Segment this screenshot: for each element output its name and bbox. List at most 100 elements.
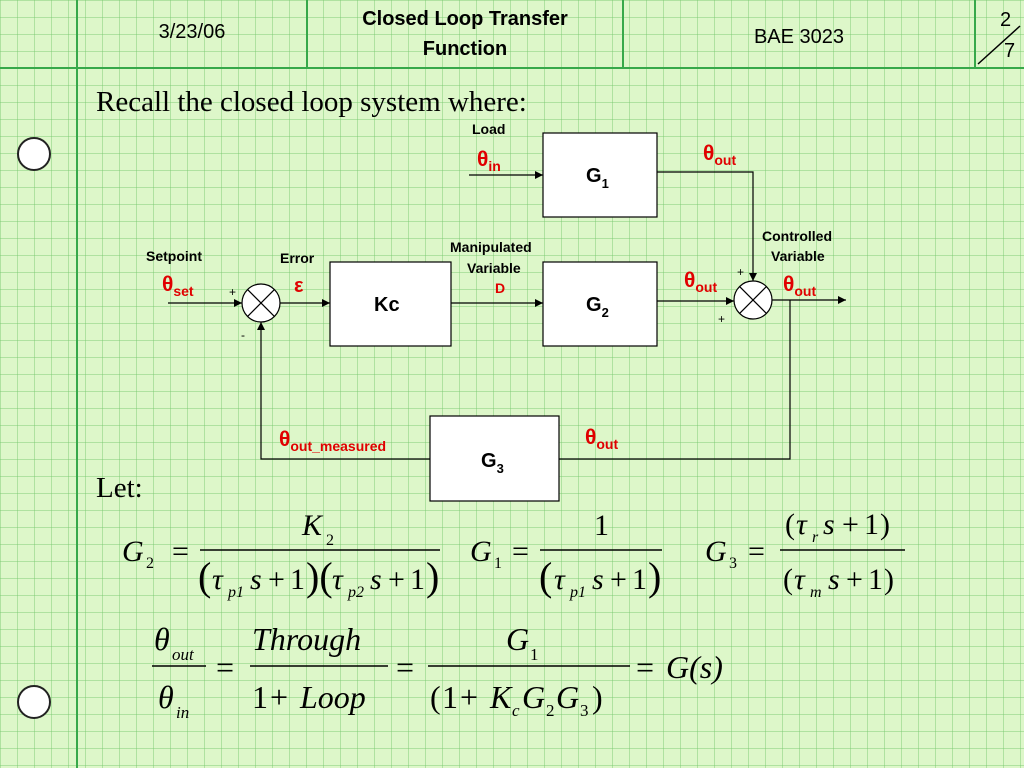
theta-out-g2-label: θout: [684, 269, 717, 295]
g1-block: [542, 132, 658, 218]
load-label: Load: [472, 121, 505, 137]
g2-label: G2: [586, 294, 609, 320]
epsilon-label: ε: [294, 275, 304, 297]
page-title: Closed Loop Transfer Function: [308, 0, 622, 68]
process-plus-sign: +: [718, 312, 725, 326]
page-total: 7: [1004, 40, 1016, 62]
svg-text:s: s: [823, 508, 835, 541]
theta-in-label: θin: [477, 148, 501, 174]
svg-text:θ: θ: [158, 679, 174, 715]
svg-text:): ): [426, 554, 439, 599]
svg-text:1: 1: [252, 679, 268, 715]
closed-loop-equation: θ out θ in = Through 1 + Loop = G 1 ( 1 …: [152, 621, 723, 722]
svg-text:r: r: [812, 529, 819, 546]
header-divider-1: [306, 0, 308, 68]
svg-text:1: 1: [530, 645, 539, 664]
svg-text:): ): [880, 508, 890, 541]
svg-text:G: G: [556, 679, 579, 715]
svg-text:τ: τ: [554, 563, 566, 596]
page-number: 2 7: [976, 0, 1024, 68]
page-current: 2: [1000, 9, 1012, 31]
svg-text:c: c: [512, 701, 520, 720]
svg-text:+: +: [268, 563, 285, 596]
svg-text:2: 2: [146, 555, 154, 572]
svg-text:=: =: [636, 649, 654, 685]
let-label: Let:: [96, 472, 143, 504]
error-label: Error: [280, 250, 315, 266]
svg-text:+: +: [460, 679, 478, 715]
svg-text:1: 1: [494, 555, 502, 572]
theta-out-g1-label: θout: [703, 142, 736, 168]
manipulated-label-1: Manipulated: [450, 239, 532, 255]
svg-text:+: +: [270, 679, 288, 715]
margin-rule: [76, 0, 78, 768]
manipulated-label-2: Variable: [467, 260, 521, 276]
svg-text:1: 1: [442, 679, 458, 715]
svg-text:=: =: [512, 535, 529, 568]
header-rule: [0, 67, 1024, 69]
feedback-wire-to-g3: [559, 300, 791, 460]
svg-text:2: 2: [546, 701, 555, 720]
svg-text:G: G: [122, 535, 144, 568]
header-divider-2: [622, 0, 624, 68]
svg-text:p2: p2: [347, 584, 364, 601]
svg-text:1: 1: [864, 508, 879, 541]
svg-text:+: +: [846, 563, 863, 596]
kc-block: [329, 261, 452, 347]
svg-text:1: 1: [632, 563, 647, 596]
g2-block: [542, 261, 658, 347]
svg-text:)(: )(: [306, 554, 333, 599]
page-number-slash: [977, 25, 1021, 65]
error-summing-junction: [241, 283, 281, 323]
equation-g1: G 1 = 1 ( τ p1 s + 1 ): [470, 509, 662, 601]
svg-text:G: G: [470, 535, 492, 568]
svg-text:3: 3: [729, 555, 737, 572]
equation-g3: G 3 = ( τ r s + 1 ) ( τ m s + 1 ): [705, 508, 905, 601]
theta-out-controlled-label: θout: [783, 273, 816, 299]
svg-text:1: 1: [594, 509, 609, 542]
svg-text:K: K: [301, 509, 324, 542]
svg-text:3: 3: [580, 701, 589, 720]
svg-text:(: (: [539, 554, 552, 599]
theta-out-feedback-label: θout: [585, 426, 618, 452]
output-summing-junction: [733, 280, 773, 320]
page-title-line2: Function: [422, 38, 508, 60]
svg-text:2: 2: [326, 532, 334, 549]
feedback-minus-sign: -: [241, 328, 245, 342]
svg-text:τ: τ: [212, 563, 224, 596]
svg-text:G: G: [522, 679, 545, 715]
theta-out-measured-label: θout_measured: [279, 428, 386, 454]
svg-text:(: (: [430, 679, 441, 715]
header-course: BAE 3023: [753, 25, 845, 48]
svg-text:(: (: [783, 563, 793, 596]
svg-text:+: +: [842, 508, 859, 541]
setpoint-plus-sign: +: [229, 285, 236, 299]
g1-output-wire: [657, 171, 757, 281]
svg-text:τ: τ: [794, 563, 806, 596]
svg-text:(: (: [785, 508, 795, 541]
svg-text:τ: τ: [332, 563, 344, 596]
svg-text:G: G: [506, 621, 529, 657]
feedback-wire-to-junction: [257, 322, 430, 460]
kc-label: Kc: [374, 294, 400, 316]
svg-text:1: 1: [410, 563, 425, 596]
svg-text:out: out: [172, 645, 195, 664]
svg-text:s: s: [250, 563, 262, 596]
svg-text:s: s: [592, 563, 604, 596]
svg-text:τ: τ: [796, 508, 808, 541]
svg-text:m: m: [810, 584, 822, 601]
header-date: 3/23/06: [158, 20, 226, 43]
load-plus-sign: +: [737, 265, 744, 279]
equation-g2: G 2 = K 2 ( τ p1 s + 1 )( τ p2 s + 1 ): [122, 509, 440, 601]
svg-text:s: s: [370, 563, 382, 596]
svg-text:G: G: [705, 535, 727, 568]
controlled-label-1: Controlled: [762, 228, 832, 244]
svg-text:+: +: [610, 563, 627, 596]
svg-text:1: 1: [868, 563, 883, 596]
svg-text:(: (: [198, 554, 211, 599]
g1-label: G1: [586, 165, 609, 191]
theta-set-label: θset: [162, 273, 194, 299]
svg-text:+: +: [388, 563, 405, 596]
svg-text:θ: θ: [154, 621, 170, 657]
